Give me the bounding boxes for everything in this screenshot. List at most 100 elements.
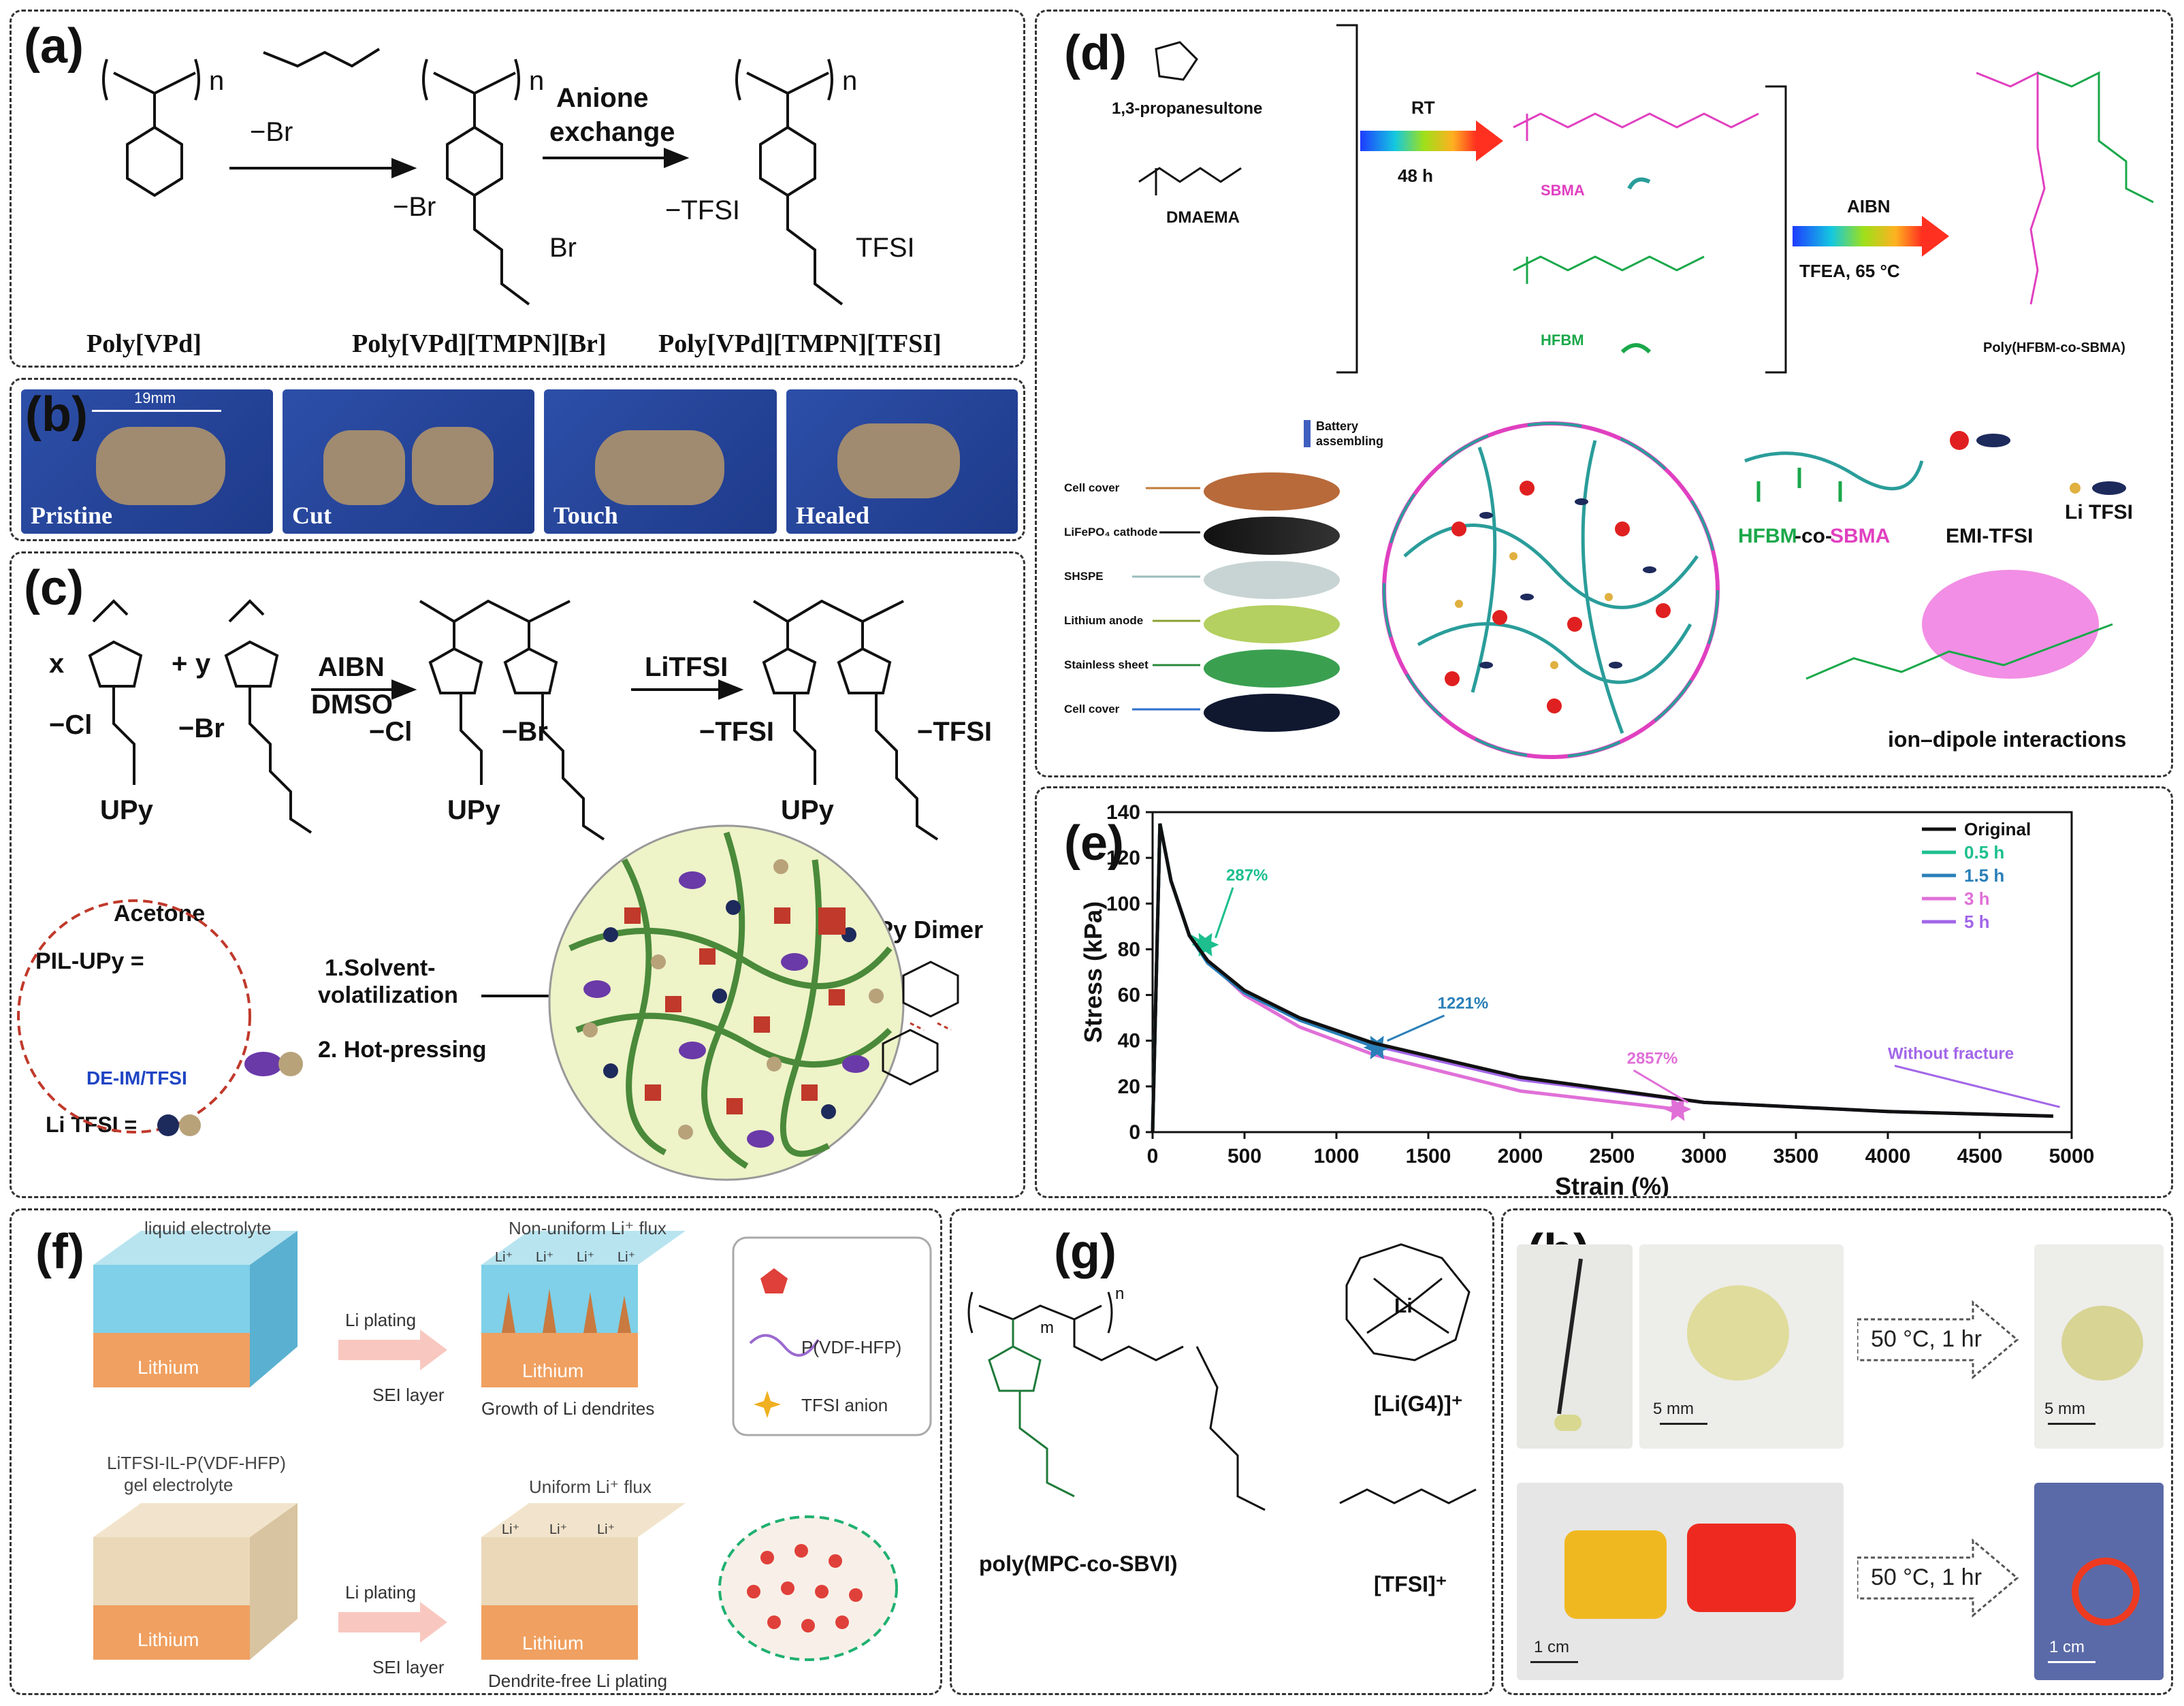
x-tick-label: 500: [1227, 1145, 1262, 1168]
a-n1: n: [209, 66, 224, 96]
d-hfbm-legend: HFBM: [1738, 525, 1797, 547]
panel-f-scheme: Lithium liquid electrolyte Li plating Li…: [93, 1218, 932, 1691]
panel-f-label: (f): [35, 1225, 84, 1279]
fracture-marker: [1191, 933, 1219, 956]
annotation-arrow: [1215, 887, 1234, 939]
c-tfsi-ball-2: [179, 1114, 201, 1136]
panel-f: (f) Lithium liquid electrolyte Li platin…: [10, 1208, 942, 1695]
photo-pristine: Pristine: [21, 389, 273, 534]
photo-caption-touch: Touch: [553, 502, 618, 529]
panel-h: (h) 5 mm 50 °C, 1 hr 5 mm 1 cm 50 °C, 1 …: [1501, 1208, 2173, 1695]
c-step1-l1: 1.Solvent-: [325, 955, 435, 981]
scale-label-19mm: 19mm: [134, 389, 176, 406]
d-layer-1: LiFePO₄ cathode: [1064, 526, 1158, 538]
a-anion-exchange-1: Anione: [556, 83, 649, 113]
x-tick-label: 4000: [1865, 1145, 1911, 1168]
d-propanesultone: 1,3-propanesultone: [1112, 99, 1262, 118]
h-arrow-1: 50 °C, 1 hr: [1856, 1299, 2021, 1381]
c-de-im-ion: [244, 1052, 283, 1076]
d-48h: 48 h: [1398, 165, 1433, 186]
d-battery-l1: Battery: [1316, 419, 1358, 433]
a-tfsi-2: TFSI: [856, 233, 915, 263]
y-tick-label: 80: [1118, 938, 1140, 961]
d-aibn-arrow: [1793, 226, 1922, 246]
d-co-legend: -co-: [1795, 525, 1832, 547]
photo-cut: Cut: [283, 389, 534, 534]
c-cl-2: −Cl: [369, 717, 412, 747]
d-dmaema: DMAEMA: [1166, 208, 1240, 227]
annotation-1221: 1221%: [1438, 995, 1489, 1013]
a-n3: n: [842, 66, 857, 96]
f-legend-tfsi: TFSI anion: [801, 1395, 888, 1415]
d-ion-dipole-cloud: [1922, 570, 2099, 679]
y-tick-label: 40: [1118, 1030, 1140, 1052]
a-name-2: Poly[VPd][TMPN][Br]: [352, 329, 607, 358]
d-cell-cover-bottom: [1204, 694, 1340, 732]
d-emi-tfsi: EMI-TFSI: [1946, 525, 2033, 547]
a-n2: n: [529, 66, 544, 96]
d-layer-0: Cell cover: [1064, 481, 1120, 494]
f-li-plus-1: Li⁺: [495, 1250, 513, 1265]
panel-d-label: (d): [1064, 26, 1127, 80]
f-li-plating-1: Li plating: [345, 1310, 416, 1330]
f-dendrite-free: Dendrite-free Li plating: [488, 1671, 667, 1691]
panel-a-label: (a): [24, 19, 84, 74]
f-gel-l2: gel electrolyte: [124, 1475, 233, 1495]
f-sei-2: SEI layer: [372, 1657, 445, 1677]
panel-c-label: (c): [24, 561, 84, 615]
y-axis-label: Stress (kPa): [1079, 901, 1107, 1043]
f-lithium-1: Lithium: [138, 1357, 199, 1378]
x-axis-label: Strain (%): [1555, 1172, 1669, 1198]
a-br-2: Br: [549, 233, 577, 263]
f-li-plus-3: Li⁺: [577, 1250, 594, 1265]
f-nonuniform: Non-uniform Li⁺ flux: [509, 1218, 667, 1238]
panel-e-label: (e): [1064, 816, 1124, 871]
c-tfsi-ball: [278, 1052, 303, 1076]
g-m: m: [1040, 1319, 1054, 1337]
f-cation-icon: [760, 1268, 788, 1293]
d-lithium-anode: [1204, 605, 1340, 643]
x-tick-label: 2500: [1590, 1145, 1635, 1168]
panel-d: (d) 1,3-propanesultone DMAEMA RT 48 h SB…: [1035, 10, 2173, 777]
d-layer-5: Cell cover: [1064, 703, 1120, 715]
c-upy-1: UPy: [100, 795, 154, 825]
h-scale-3: 1 cm: [1534, 1638, 1570, 1656]
d-shspe: [1204, 561, 1340, 599]
d-tfea: TFEA, 65 °C: [1799, 261, 1900, 281]
c-cl-1: −Cl: [49, 710, 92, 740]
a-name-1: Poly[VPd]: [86, 329, 202, 358]
annotation-arrow: [1387, 1014, 1445, 1042]
photo-caption-healed: Healed: [796, 502, 869, 529]
x-tick-label: 4500: [1957, 1145, 2003, 1168]
x-tick-label: 0: [1147, 1145, 1159, 1168]
legend-label: 1.5 h: [1964, 865, 2004, 886]
h-scale-2: 5 mm: [2044, 1400, 2085, 1418]
f-gel-l1: LiTFSI-IL-P(VDF-HFP): [107, 1453, 286, 1473]
d-ion-dipole: ion–dipole interactions: [1888, 727, 2126, 752]
g-tfsi: [TFSI]⁺: [1374, 1572, 1447, 1596]
h-arrow-2: 50 °C, 1 hr: [1856, 1537, 2021, 1619]
f-lithium-3: Lithium: [138, 1629, 199, 1650]
y-tick-label: 20: [1118, 1076, 1140, 1098]
plot-frame: [1151, 811, 2073, 1133]
scale-bar-19mm: [92, 410, 221, 412]
f-lithium-4: Lithium: [522, 1632, 583, 1654]
f-tfsi-icon: [754, 1391, 781, 1418]
photo-touch: Touch: [544, 389, 777, 534]
c-de-im: DE-IM/TFSI: [86, 1067, 187, 1089]
panel-a: (a) n n n −Br: [10, 10, 1025, 368]
d-sbma-legend: SBMA: [1830, 525, 1890, 547]
f-uniform: Uniform Li⁺ flux: [529, 1477, 652, 1497]
photo-caption-pristine: Pristine: [31, 502, 112, 529]
x-tick-label: 3000: [1682, 1145, 1727, 1168]
legend-label: 5 h: [1964, 912, 1990, 932]
c-upy-3: UPy: [781, 795, 835, 825]
y-tick-label: 100: [1106, 892, 1140, 915]
f-li-plus-2: Li⁺: [536, 1250, 553, 1265]
series-line-5-h: [1151, 823, 2054, 1133]
f-growth: Growth of Li dendrites: [481, 1398, 654, 1419]
f-li-plus-7: Li⁺: [597, 1522, 615, 1537]
x-tick-label: 1000: [1314, 1145, 1360, 1168]
